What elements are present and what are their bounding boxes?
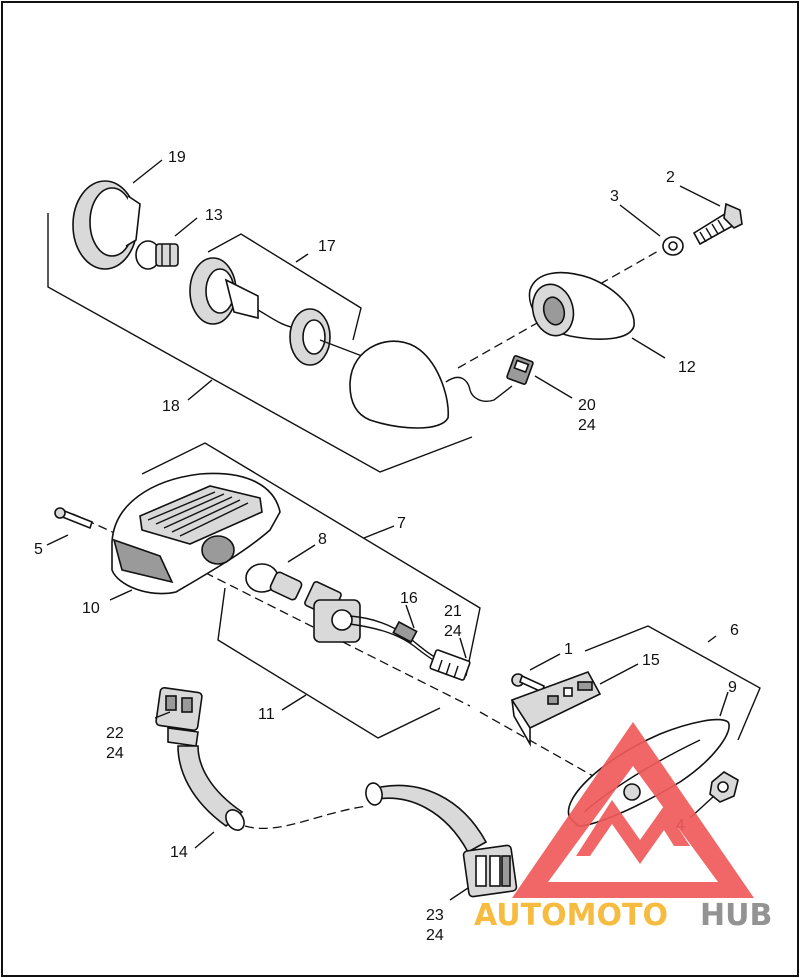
part-tail-socket: [304, 581, 361, 643]
label-12: 12: [678, 359, 696, 376]
watermark-triangle: [512, 722, 754, 898]
part-8-bulb: [245, 563, 303, 601]
bracket-17: [207, 233, 362, 341]
label-22: 22: [106, 725, 124, 742]
label-19: 19: [168, 149, 186, 166]
label-2: 2: [666, 169, 675, 186]
part-17-socket: [189, 257, 363, 366]
label-5: 5: [34, 541, 43, 558]
watermark-inner-mark: [576, 800, 690, 864]
part-10-tail-housing: [111, 472, 281, 595]
part-12-signal-body: [528, 271, 635, 340]
label-21: 21: [444, 603, 462, 620]
watermark-text-hub: HUB: [700, 898, 772, 933]
axis-line-upper: [457, 309, 561, 369]
label-20: 20: [578, 397, 596, 414]
turn-signal-housing: [349, 340, 513, 429]
label-13: 13: [205, 207, 223, 224]
label-23-24: 24: [426, 927, 444, 944]
label-11: 11: [258, 706, 275, 723]
part-5-screw: [54, 507, 93, 530]
part-14-cable: [177, 745, 488, 854]
bracket-7: [141, 442, 481, 677]
label-18: 18: [162, 398, 180, 415]
label-10: 10: [82, 600, 100, 617]
label-9: 9: [728, 679, 737, 696]
part-20-connector: [506, 355, 534, 385]
label-17: 17: [318, 238, 336, 255]
label-22-24: 24: [106, 745, 124, 762]
label-6: 6: [730, 622, 739, 639]
bracket-11: [217, 587, 441, 739]
leader-lines: [46, 159, 729, 901]
label-15: 15: [642, 652, 660, 669]
label-3: 3: [610, 188, 619, 205]
part-15-circuit-board: [510, 671, 602, 748]
label-14: 14: [170, 844, 188, 861]
part-16-wire-harness: [349, 615, 443, 666]
axis-line-lower-3: [479, 711, 601, 781]
part-13-bulb: [135, 240, 179, 270]
part-22-connector: [155, 686, 203, 747]
label-8: 8: [318, 531, 327, 548]
bracket-6: [584, 625, 761, 741]
part-3-washer: [662, 236, 684, 256]
axis-line-lower-1: [72, 513, 131, 541]
label-16: 16: [400, 590, 418, 607]
watermark-text-automoto: AUTOMOTO: [474, 898, 668, 933]
axis-line-upper-2: [599, 249, 661, 285]
part-21-connector: [429, 649, 471, 681]
part-4-nut: [709, 771, 739, 803]
watermark-logo: AUTOMOTO HUB: [474, 722, 772, 933]
label-20-24: 24: [578, 417, 596, 434]
label-23: 23: [426, 907, 444, 924]
label-1: 1: [564, 641, 573, 658]
part-2-screw: [692, 202, 743, 246]
part-19-lens-ring: [72, 180, 141, 270]
label-7: 7: [397, 515, 406, 532]
bracket-18: [47, 213, 473, 473]
label-21-24: 24: [444, 623, 462, 640]
part-23-connector: [462, 844, 518, 898]
